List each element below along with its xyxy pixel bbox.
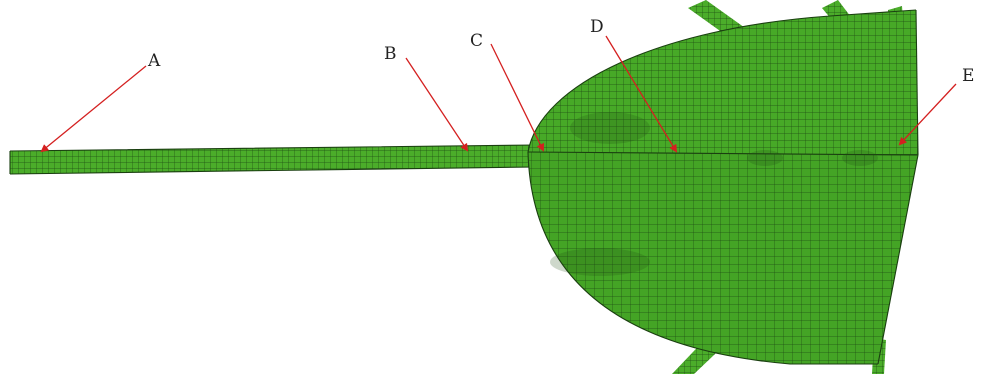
arrow-e — [898, 83, 957, 146]
arrow-b — [405, 57, 469, 152]
arrow-a — [40, 65, 147, 153]
label-b: B — [384, 44, 397, 64]
pointer-arrows — [40, 35, 957, 153]
horizontal-bar — [9, 144, 536, 175]
mesh-shading — [550, 112, 878, 276]
label-c: C — [470, 31, 483, 51]
label-a: A — [147, 51, 161, 71]
dome-top-face — [527, 9, 918, 155]
label-e: E — [962, 66, 974, 86]
dome-front-face — [527, 9, 919, 365]
labels: A B C D E — [147, 17, 974, 86]
label-d: D — [590, 17, 604, 37]
arrow-c — [490, 43, 544, 152]
arrow-d — [605, 35, 678, 153]
